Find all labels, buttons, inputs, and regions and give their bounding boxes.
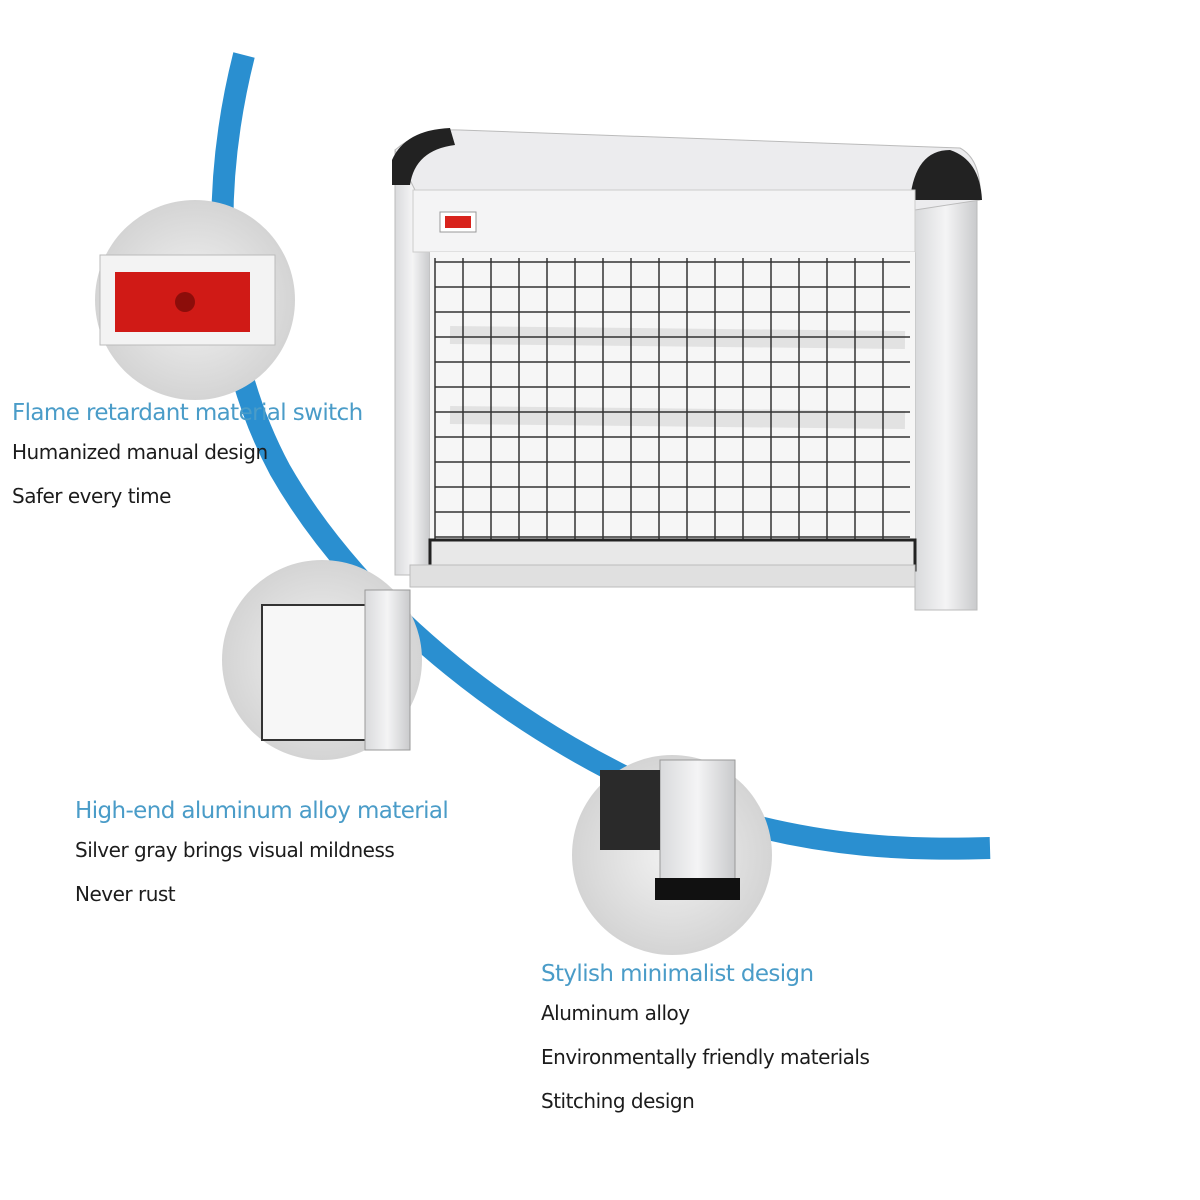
feature-line: Stitching design (541, 1089, 695, 1113)
feature-switch: Flame retardant material switch Humanize… (12, 400, 363, 528)
foot-closeup (572, 755, 772, 955)
bug-zapper-product (392, 128, 982, 611)
feature-design: Stylish minimalist design Aluminum alloy… (541, 961, 870, 1133)
feature-title: High-end aluminum alloy material (75, 798, 449, 824)
feature-line: Environmentally friendly materials (541, 1045, 870, 1069)
feature-line: Humanized manual design (12, 440, 268, 464)
feature-line: Silver gray brings visual mildness (75, 838, 395, 862)
feature-title: Flame retardant material switch (12, 400, 363, 426)
side-view-closeup (222, 560, 422, 760)
feature-line: Aluminum alloy (541, 1001, 690, 1025)
switch-closeup (95, 200, 295, 400)
feature-line: Never rust (75, 882, 176, 906)
feature-title: Stylish minimalist design (541, 961, 814, 987)
feature-aluminum: High-end aluminum alloy material Silver … (75, 798, 449, 926)
feature-line: Safer every time (12, 484, 171, 508)
